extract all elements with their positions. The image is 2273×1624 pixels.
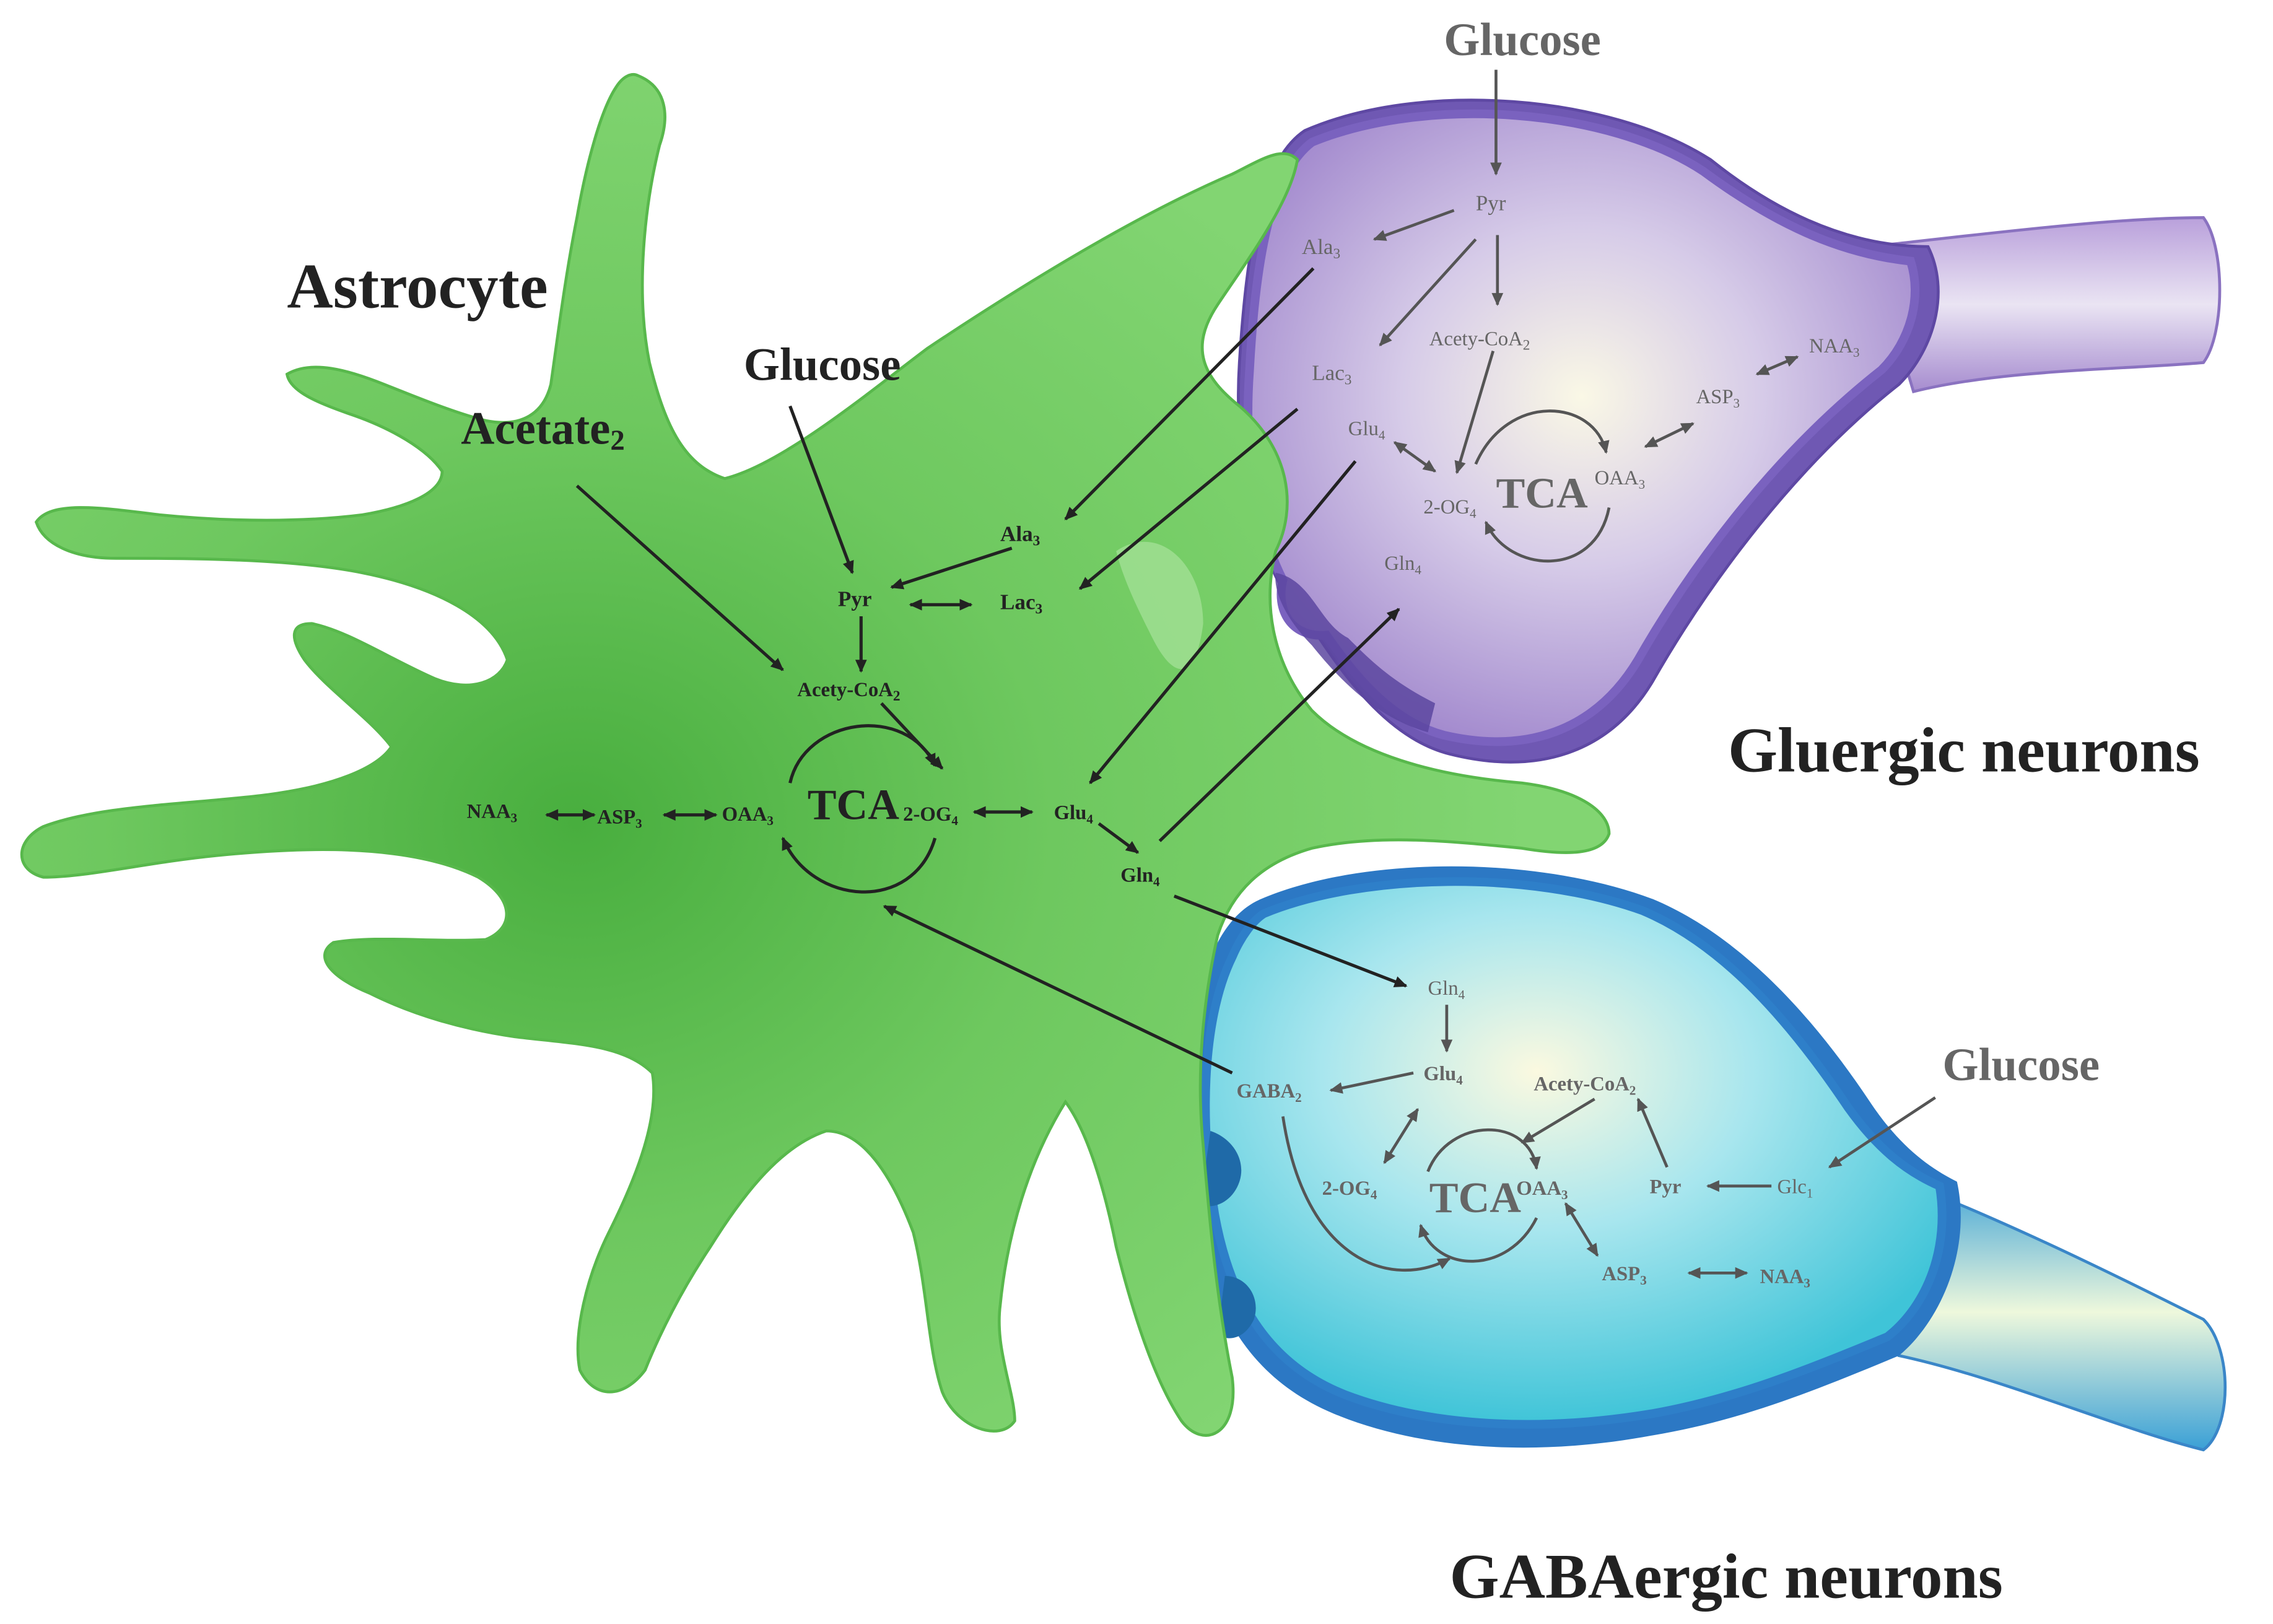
- glut-arrow-asp-naa: [1755, 355, 1799, 376]
- glut-tca-label: TCA: [1496, 469, 1588, 517]
- glutamatergic-labels: Glucose Pyr Ala3 Acety-CoA2 Lac3 NAA3 AS…: [1302, 14, 1860, 577]
- gaba-oaa-label: OAA3: [1516, 1177, 1568, 1202]
- astro-gln-label: Gln4: [1120, 864, 1160, 889]
- astro-ala-label: Ala3: [1000, 522, 1040, 549]
- glut-gln-label: Gln4: [1384, 552, 1421, 577]
- astro-asp-label: ASP3: [597, 806, 642, 831]
- arrow-ala-to-pyr: [890, 546, 1013, 590]
- glut-asp-label: ASP3: [1696, 386, 1740, 411]
- gabaergic-labels: Glucose Gln4 Glu4 GABA2 Acety-CoA2 2-OG4…: [1236, 977, 2100, 1291]
- arrow-neuron-lac-to-astro-lac: [1078, 408, 1299, 590]
- gaba-arrow-acetylcoa-to-oaa: [1520, 1098, 1595, 1144]
- arrow-glu-to-gln: [1097, 822, 1140, 854]
- arrow-neuron-glu-to-astro-glu: [1089, 460, 1357, 784]
- gaba-glucose-label: Glucose: [1942, 1039, 2100, 1091]
- arrow-gaba-to-astro-tca: [883, 904, 1233, 1075]
- gaba-pyr-label: Pyr: [1650, 1176, 1682, 1198]
- gaba-asp-label: ASP3: [1602, 1263, 1646, 1288]
- astrocyte-title: Astrocyte: [287, 251, 548, 321]
- astro-tca-cycle-arc-top: [788, 724, 936, 784]
- glut-2og-label: 2-OG4: [1423, 496, 1477, 521]
- astro-tca-cycle-arc-bottom: [781, 836, 937, 894]
- gaba-tca-cycle-arc-bottom: [1418, 1217, 1538, 1263]
- glut-arrow-acetylcoa-to-2og: [1454, 351, 1495, 474]
- gaba-arrow-pyr-to-acetylcoa: [1636, 1098, 1669, 1168]
- glut-arrow-pyr-to-lac: [1379, 238, 1477, 347]
- gaba-naa-label: NAA3: [1760, 1266, 1810, 1291]
- gaba-tca-label: TCA: [1429, 1174, 1522, 1222]
- glut-glucose-label: Glucose: [1444, 14, 1601, 66]
- glut-pyr-label: Pyr: [1476, 191, 1506, 216]
- gaba-acetylcoa-label: Acety-CoA2: [1534, 1073, 1636, 1098]
- astrocyte-highlight: [1116, 541, 1203, 670]
- gaba-gaba-label: GABA2: [1236, 1080, 1301, 1105]
- glut-arrow-pyr-to-ala: [1372, 209, 1455, 241]
- glut-naa-label: NAA3: [1809, 335, 1859, 360]
- arrows-grey: [1281, 69, 1936, 1279]
- arrow-neuron-ala-to-astro-ala: [1064, 267, 1315, 521]
- gaba-glu-label: Glu4: [1423, 1063, 1463, 1088]
- gabaergic-neuron: [1187, 866, 2227, 1452]
- gabaergic-notch: [1200, 1130, 1256, 1338]
- astro-glu-label: Glu4: [1054, 802, 1094, 827]
- glut-acetylcoa-label: Acety-CoA2: [1429, 328, 1530, 353]
- glut-arrow-oaa-asp: [1644, 422, 1695, 448]
- arrow-astro-gln-to-gaba-gln: [1173, 894, 1408, 988]
- glut-tca-cycle-arc-bottom: [1484, 507, 1611, 563]
- gaba-arrow-glu-to-gaba: [1329, 1072, 1414, 1094]
- glut-glu-label: Glu4: [1348, 417, 1385, 442]
- gaba-2og-label: 2-OG4: [1322, 1177, 1377, 1202]
- gaba-gln-label: Gln4: [1428, 977, 1465, 1002]
- arrows-dark: [545, 267, 1408, 1075]
- glut-tca-cycle-arc-top: [1474, 409, 1610, 465]
- astro-acetylcoa-label: Acety-CoA2: [797, 679, 900, 704]
- glut-lac-label: Lac3: [1312, 361, 1351, 388]
- gabaergic-soma: [1201, 877, 1947, 1429]
- gaba-arrow-glu-2og: [1383, 1107, 1420, 1164]
- astro-naa-label: NAA3: [467, 800, 517, 825]
- arrow-acetate-to-acetylcoa: [575, 484, 784, 671]
- astro-glucose-label: Glucose: [744, 339, 901, 391]
- gaba-arrow-oaa-asp: [1564, 1202, 1599, 1257]
- astro-pyr-label: Pyr: [838, 587, 872, 611]
- glutamatergic-axon: [1868, 216, 2222, 394]
- glut-oaa-label: OAA3: [1595, 467, 1645, 492]
- glutamatergic-neuron: [1237, 98, 2222, 764]
- gaba-arrow-glucose-to-glc: [1828, 1096, 1936, 1169]
- astro-acetate-label: Acetate2: [461, 403, 624, 456]
- gaba-tca-cycle-arc-top: [1426, 1128, 1541, 1172]
- astro-2og-label: 2-OG4: [903, 803, 958, 828]
- gaba-glc-label: Glc1: [1778, 1176, 1813, 1201]
- astro-oaa-label: OAA3: [722, 803, 774, 828]
- astro-lac-label: Lac3: [1000, 590, 1042, 617]
- gabaergic-title: GABAergic neurons: [1450, 1542, 2003, 1612]
- gabaergic-axon: [1883, 1172, 2227, 1452]
- arrow-astro-gln-to-neuron-gln: [1158, 608, 1400, 842]
- astrocyte-labels: Glucose Acetate2 Ala3 Pyr Lac3 Acety-CoA…: [461, 339, 1160, 889]
- gaba-arrow-gaba-to-oaa: [1281, 1116, 1451, 1272]
- astro-tca-label: TCA: [808, 781, 900, 829]
- glutamatergic-title: Gluergic neurons: [1728, 715, 2200, 785]
- arrow-glucose-to-pyr: [788, 405, 854, 574]
- glut-ala-label: Ala3: [1302, 235, 1340, 262]
- glut-arrow-glu-2og: [1393, 441, 1437, 473]
